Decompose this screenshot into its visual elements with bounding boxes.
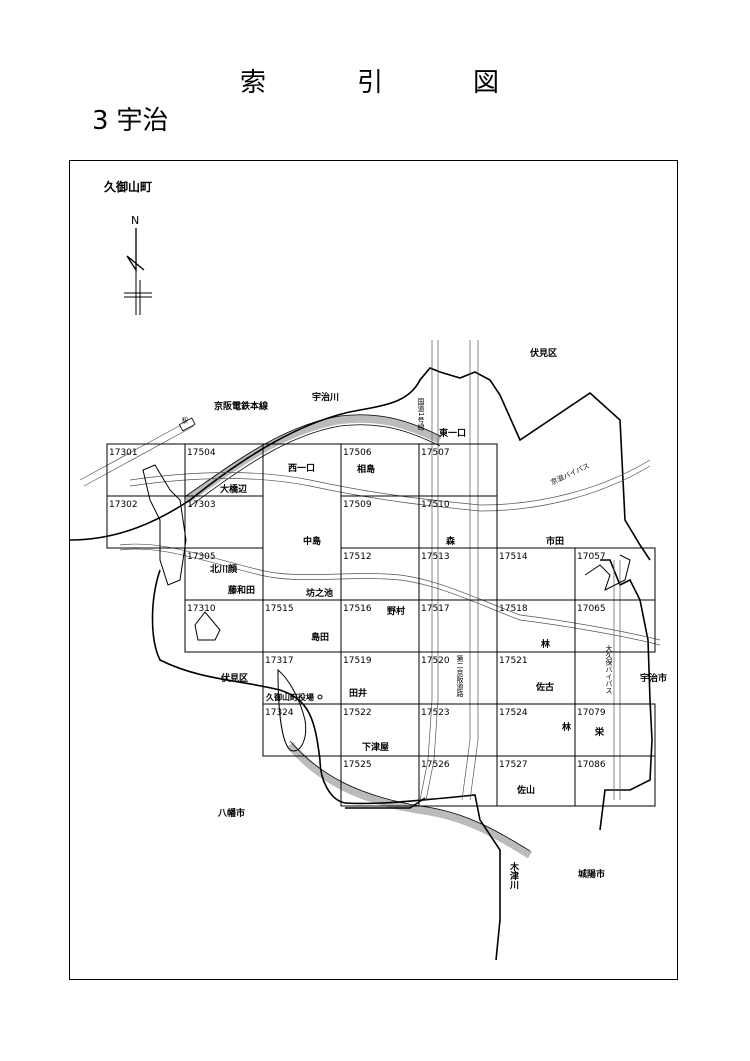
sheet-17303: 17303 (187, 500, 216, 510)
label-yawata: 八幡市 (217, 807, 245, 819)
sheet-17509: 17509 (343, 500, 372, 510)
label-okubo-bypass: 大久保バイパス (605, 644, 613, 694)
sheet-17521: 17521 (499, 656, 528, 666)
label-fujiwada: 藤和田 (228, 584, 255, 596)
subtitle-name: 宇治 (116, 106, 169, 136)
label-nakajima: 中島 (303, 535, 321, 547)
sheet-grid (106, 443, 656, 807)
label-eki: 駅 (182, 418, 188, 425)
label-uji-river: 宇治川 (312, 391, 339, 403)
title-char-2: 引 (357, 68, 384, 98)
misc-shapes (142, 464, 631, 752)
label-sakae: 栄 (594, 726, 605, 738)
label-ichida: 市田 (546, 535, 564, 547)
label-mori: 森 (446, 535, 456, 547)
sheet-17516: 17516 (343, 604, 372, 614)
label-keihan: 京阪電鉄本線 (214, 400, 268, 412)
label-uji-city: 宇治市 (640, 672, 667, 684)
sheet-17507: 17507 (421, 448, 450, 458)
label-daini-keihan: 第二京阪道路 (456, 654, 464, 698)
sheet-17513: 17513 (421, 552, 450, 562)
north-arrow-icon: N (124, 214, 152, 315)
label-sayama: 佐山 (516, 784, 535, 796)
sheet-17305: 17305 (187, 552, 216, 562)
kizu-river (286, 740, 533, 859)
label-bonoike: 坊之池 (306, 587, 333, 599)
sheet-17524: 17524 (499, 708, 528, 718)
label-kitakawazura: 北川顔 (210, 563, 238, 575)
north-label: N (131, 214, 139, 227)
sheet-17518: 17518 (499, 604, 528, 614)
subtitle-number: 3 (92, 106, 109, 136)
sheet-17065: 17065 (577, 604, 606, 614)
label-aijima: 相島 (357, 463, 375, 475)
label-keiwa-bypass: 京滋バイパス (549, 461, 591, 487)
label-townhall: 久御山町役場 (265, 692, 314, 702)
sheet-17506: 17506 (343, 448, 372, 458)
sheet-17504: 17504 (187, 448, 216, 458)
sheet-17522: 17522 (343, 708, 372, 718)
label-shimotsuya: 下津屋 (362, 741, 389, 753)
sheet-17512: 17512 (343, 552, 372, 562)
label-shimada: 島田 (311, 631, 329, 643)
label-route1: 国道1号線 (417, 398, 425, 431)
sheet-17515: 17515 (265, 604, 294, 614)
sheet-17302: 17302 (109, 500, 138, 510)
sheet-17079: 17079 (577, 708, 606, 718)
boundary-lines (69, 367, 653, 961)
sheet-17523: 17523 (421, 708, 450, 718)
label-tai: 田井 (349, 687, 367, 699)
sheet-17317: 17317 (265, 656, 294, 666)
townhall-icon (317, 694, 323, 700)
map-frame (69, 160, 678, 980)
label-joyo: 城陽市 (578, 868, 605, 880)
label-ohashi: 大橋辺 (220, 483, 247, 495)
label-kizu-river: 木津川 (508, 861, 520, 890)
label-nomura: 野村 (387, 605, 405, 617)
sheet-17519: 17519 (343, 656, 372, 666)
sheet-17527: 17527 (499, 760, 528, 770)
label-higashi-ichiguchi: 東一口 (439, 427, 466, 439)
label-fushimi-w: 伏見区 (221, 672, 248, 684)
label-hayashi-2: 林 (562, 721, 572, 733)
label-nishi-ichiguchi: 西一口 (288, 463, 315, 474)
label-hayashi-1: 林 (541, 638, 551, 650)
sheet-17514: 17514 (499, 552, 528, 562)
sheet-17525: 17525 (343, 760, 372, 770)
title-char-1: 索 (240, 68, 267, 98)
sheet-17526: 17526 (421, 760, 450, 770)
sheet-17310: 17310 (187, 604, 216, 614)
sheet-17301: 17301 (109, 448, 138, 458)
sheet-17510: 17510 (421, 500, 450, 510)
label-fushimi-ne: 伏見区 (530, 347, 557, 359)
page-title: 索 引 図 (0, 62, 750, 102)
title-char-3: 図 (473, 68, 500, 98)
sheet-17086: 17086 (577, 760, 606, 770)
label-saiko: 佐古 (535, 681, 554, 693)
station-icon (178, 417, 196, 432)
sheet-17517: 17517 (421, 604, 450, 614)
sheet-17057: 17057 (577, 552, 606, 562)
sheet-17520: 17520 (421, 656, 450, 666)
town-name: 久御山町 (104, 180, 153, 194)
